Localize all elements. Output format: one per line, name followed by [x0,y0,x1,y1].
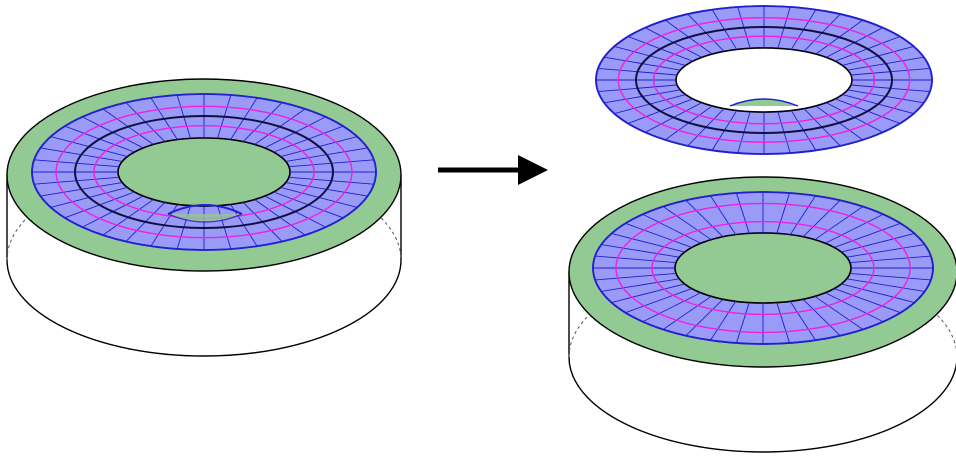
left-solid-torus [7,79,401,356]
inner-hole [118,138,290,206]
separated-annulus [596,6,932,154]
inner-hole [675,233,851,303]
right-arrow [438,155,548,185]
cut-solid-torus [569,177,956,452]
